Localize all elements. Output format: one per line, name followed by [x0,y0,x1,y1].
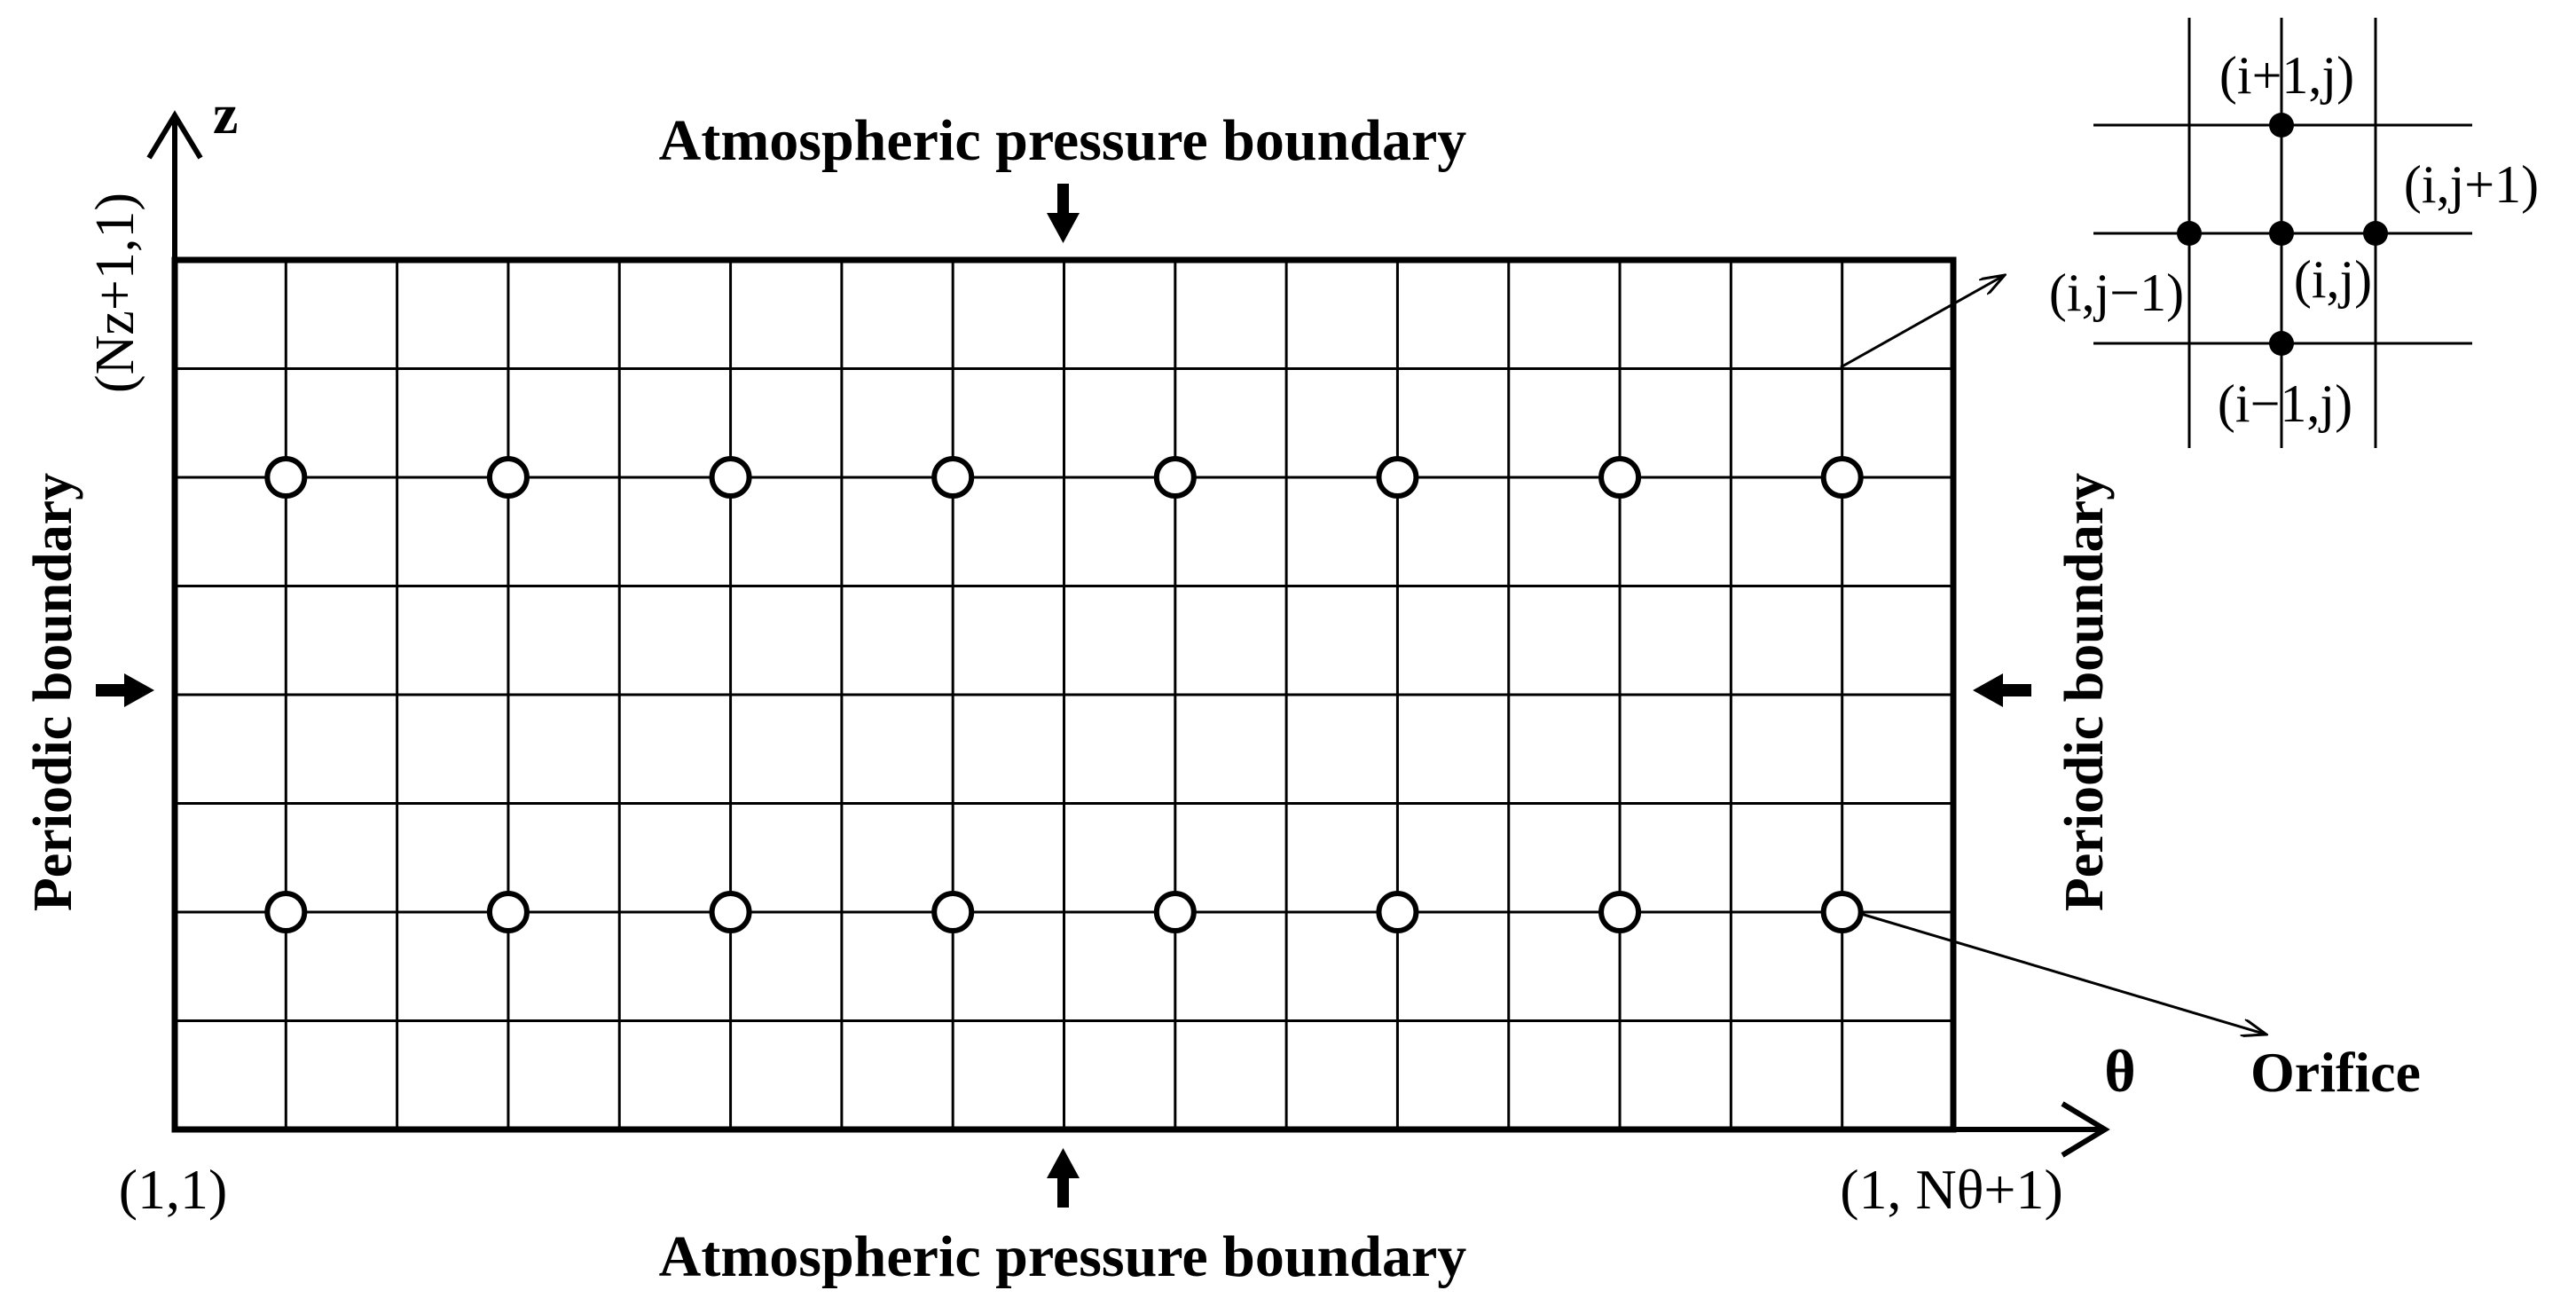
arrow-down-icon [1047,184,1080,243]
stencil-left-label: (i,j−1) [2049,264,2184,322]
right-boundary-label: Periodic boundary [2054,473,2115,911]
z-axis-label: z [213,83,238,146]
stencil-right-label: (i,j+1) [2404,155,2539,214]
theta-axis [173,1101,2110,1158]
bottom-right-corner-label: (1, Nθ+1) [1840,1158,2063,1221]
stencil-top-label: (i+1,j) [2219,46,2354,105]
orifice-circle [486,456,530,499]
z-axis [146,110,203,1131]
orifice-circle [264,456,308,499]
bottom-boundary-label: Atmospheric pressure boundary [659,1224,1467,1289]
orifice-circle [264,891,308,933]
orifice-circle [1376,456,1419,499]
top-boundary-label: Atmospheric pressure boundary [659,108,1467,173]
left-boundary-label: Periodic boundary [23,473,83,911]
stencil-node-center [2269,221,2294,246]
orifice-circle [931,891,975,933]
orifice-circle [1598,891,1642,933]
orifice-circle [1376,891,1419,933]
origin-label: (1,1) [119,1158,228,1221]
theta-axis-label: θ [2104,1037,2136,1105]
orifice-circle [709,456,752,499]
stencil-center-label: (i,j) [2294,250,2372,309]
orifice-circle [1153,891,1197,933]
grid-lines [175,260,1953,1129]
top-left-corner-label: (Nz+1,1) [85,193,145,393]
orifice-circle [931,456,975,499]
orifice-circle [486,891,530,933]
orifice-pointer-line [1860,912,2266,1035]
orifice-circle [1820,891,1864,933]
orifice-circle [1153,456,1197,499]
arrow-up-icon [1047,1148,1080,1208]
arrow-left-icon [1973,673,2031,707]
orifices [264,456,1864,933]
orifice-label: Orifice [2250,1041,2421,1104]
stencil-pointer-line [1840,275,2005,369]
stencil-node-bottom [2269,331,2294,356]
orifice-circle [709,891,752,933]
stencil-bottom-label: (i−1,j) [2218,374,2352,433]
stencil-node-top [2269,113,2294,138]
orifice-circle [1820,456,1864,499]
stencil-node-right [2363,221,2388,246]
stencil-inset: (i+1,j) (i,j+1) (i,j−1) (i,j) (i−1,j) [2049,18,2539,448]
stencil-node-left [2177,221,2202,246]
arrow-right-icon [96,673,154,707]
orifice-circle [1598,456,1642,499]
